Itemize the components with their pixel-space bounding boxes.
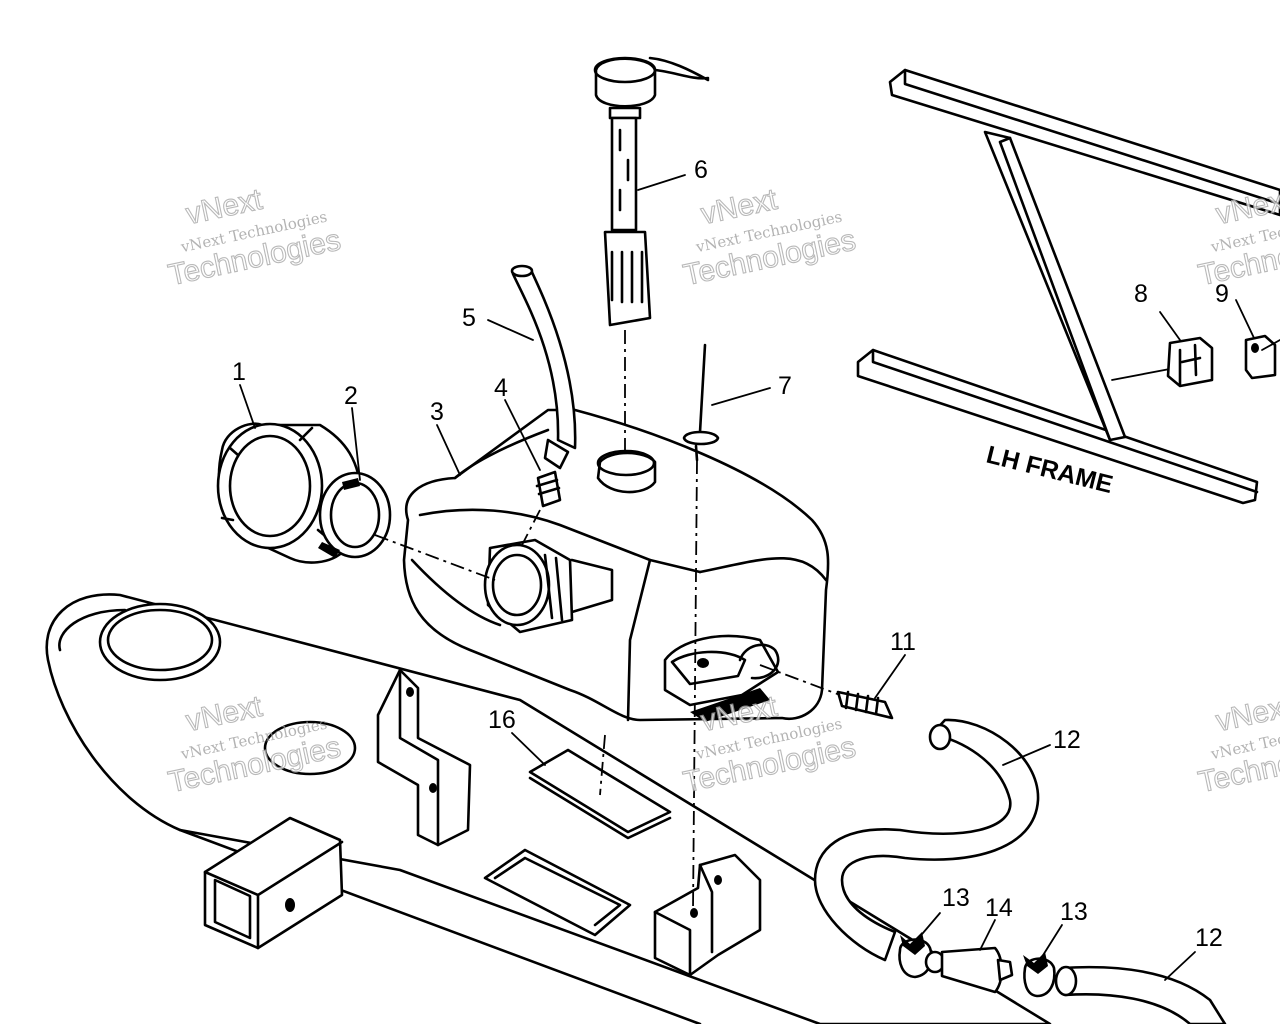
- part-3-oil-tank: [402, 408, 830, 722]
- part-8-clip: [1159, 311, 1214, 388]
- callout-3: 3: [430, 398, 444, 426]
- watermark-logo: vNext: [1213, 690, 1280, 738]
- part-4-fitting: [535, 470, 562, 508]
- callout-4: 4: [494, 374, 508, 402]
- part-14-inline-filter: [924, 946, 1014, 994]
- part-2-gasket: [318, 471, 392, 559]
- tank-bracket-right: [653, 853, 762, 977]
- part-11-fitting: [836, 690, 894, 720]
- callout-14: 14: [985, 894, 1013, 922]
- watermark-4: vNext vNext Technologies Technologies: [165, 689, 344, 799]
- callout-9: 9: [1215, 280, 1229, 308]
- callout-12-upper: 12: [1053, 726, 1081, 754]
- callout-13-left: 13: [942, 884, 970, 912]
- watermark-2: vNext vNext Technologies Technologies: [680, 182, 859, 292]
- tank-bracket-left: [376, 668, 472, 847]
- watermark-6: vNext vNext Technologies Technologies: [1195, 689, 1280, 799]
- part-6-dipstick: [593, 56, 710, 327]
- assembly-lines: [374, 330, 841, 911]
- leader-lines: [239, 174, 1196, 981]
- part-5-vent-hose: [510, 264, 577, 470]
- bottom-frame-beam: [45, 593, 1052, 1024]
- lh-frame: [856, 68, 1280, 505]
- callout-6: 6: [694, 156, 708, 184]
- part-12-oil-hose-upper: [813, 718, 1040, 962]
- callout-2: 2: [344, 382, 358, 410]
- callout-5: 5: [462, 304, 476, 332]
- callout-8: 8: [1134, 280, 1148, 308]
- part-13-clamp-right: [1023, 952, 1056, 998]
- callout-12-lower: 12: [1195, 924, 1223, 952]
- callout-1: 1: [232, 358, 246, 386]
- watermark-1: vNext vNext Technologies Technologies: [165, 182, 344, 292]
- callout-7: 7: [778, 372, 792, 400]
- callout-11: 11: [890, 628, 916, 656]
- part-12-oil-hose-lower: [1054, 965, 1227, 1024]
- callout-labels: 1 2 3 4 5 6 7 8 9 11 12 12 13 14 13 16: [232, 156, 1229, 952]
- part-9-bracket: [1235, 299, 1280, 380]
- callout-13-right: 13: [1060, 898, 1088, 926]
- callout-16: 16: [488, 706, 516, 734]
- part-7-breather-pin: [682, 343, 720, 462]
